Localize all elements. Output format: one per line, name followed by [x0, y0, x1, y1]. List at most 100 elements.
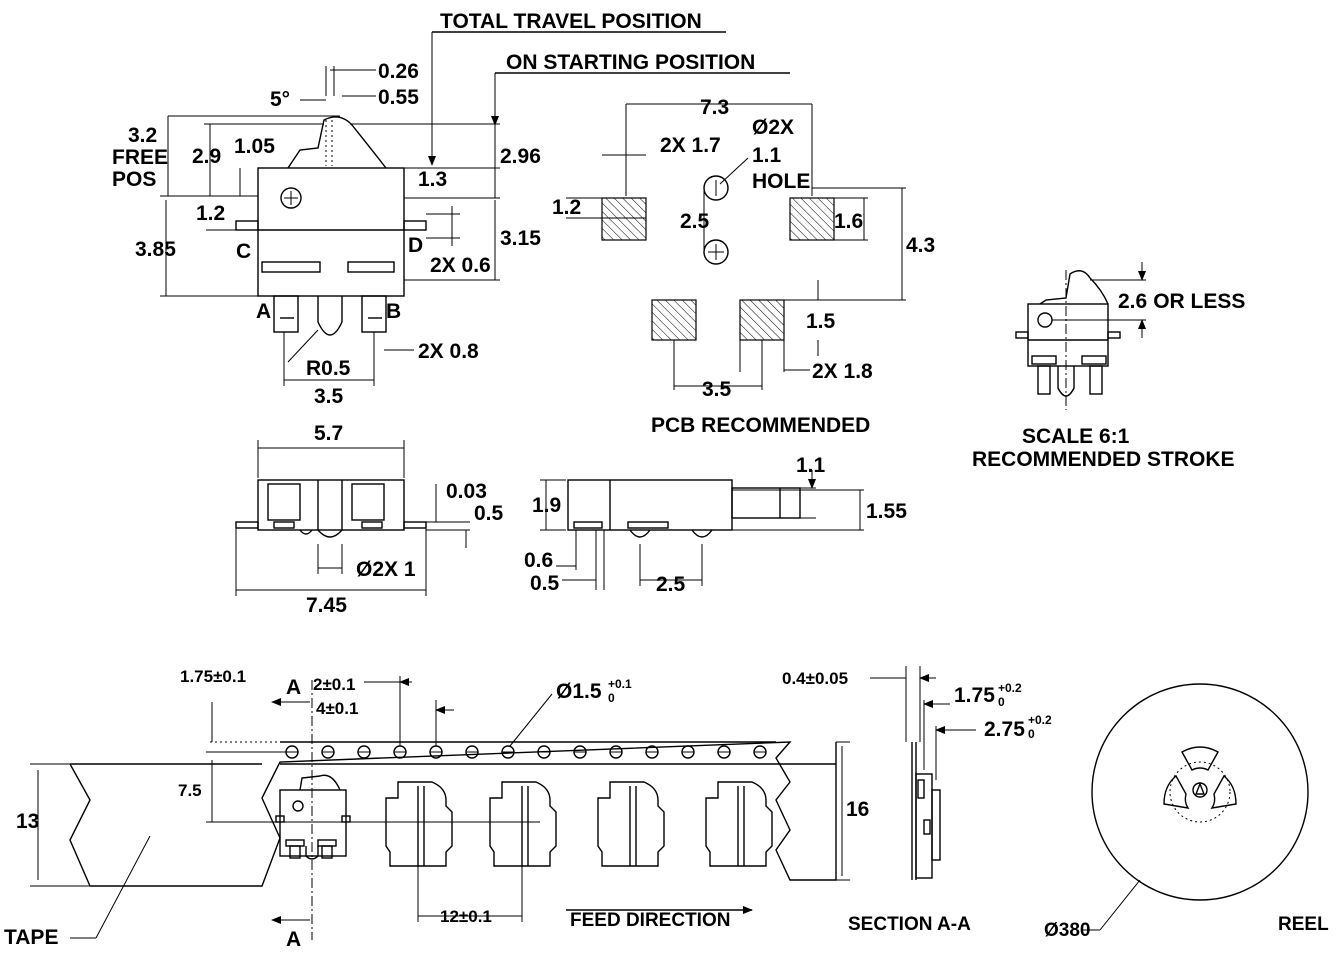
- side-dim-1-1: 1.1: [796, 454, 826, 477]
- section-dim-1-75: 1.75: [954, 684, 995, 707]
- section-a-a: 0.4±0.05 1.75 +0.2 0 2.75 +0.2 0 SECTION…: [782, 666, 1052, 935]
- stroke-title: RECOMMENDED STROKE: [972, 448, 1235, 471]
- side-dim-1-9: 1.9: [532, 494, 561, 517]
- side-dim-0-6: 0.6: [524, 549, 553, 572]
- dim-3-15: 3.15: [500, 227, 541, 250]
- dim-0-55: 0.55: [378, 86, 419, 109]
- terminal-b-pin: [361, 295, 387, 333]
- bottom-view: 5.7 0.03 0.5 Ø2X 1 7.45: [235, 422, 504, 617]
- section-mark-top: A: [286, 676, 301, 699]
- section-dim-2-75-zero: 0: [1028, 727, 1035, 741]
- radius-r0-5: R0.5: [306, 357, 351, 380]
- pocket-5: [705, 781, 773, 867]
- bottom-dim-holes: Ø2X 1: [356, 558, 416, 581]
- pcb-hole-label3: HOLE: [752, 170, 810, 193]
- pcb-dim-4-3: 4.3: [906, 234, 935, 257]
- pivot-hole: [280, 187, 302, 209]
- bottom-dim-0-03: 0.03: [446, 480, 487, 503]
- total-travel-label: TOTAL TRAVEL POSITION: [440, 10, 702, 33]
- bottom-dim-5-7: 5.7: [314, 422, 343, 445]
- reel: Ø380 REEL: [1044, 683, 1329, 941]
- tape-dim-13: 13: [16, 810, 39, 833]
- dim-1-2: 1.2: [196, 202, 225, 225]
- dim-1-05: 1.05: [234, 135, 275, 158]
- tape-dim-1-75: 1.75±0.1: [180, 667, 246, 686]
- angle-5deg: 5°: [270, 88, 290, 111]
- side-view: 1.9 1.1 1.55 0.6 0.5 2.5: [524, 454, 907, 596]
- terminal-b-label: B: [386, 300, 401, 323]
- dim-2-96: 2.96: [500, 145, 541, 168]
- dim-3-5: 3.5: [314, 385, 344, 408]
- tape-hole-tol-plus: +0.1: [608, 677, 632, 691]
- terminal-c-label: C: [236, 240, 251, 263]
- tape-hole-tol-zero: 0: [608, 691, 615, 705]
- pcb-dim-2x-1-7: 2X 1.7: [660, 134, 721, 157]
- stroke-scale: SCALE 6:1: [1022, 425, 1130, 448]
- section-title: SECTION A-A: [848, 914, 971, 935]
- pcb-dim-1-6: 1.6: [834, 210, 863, 233]
- terminal-d-label: D: [408, 234, 423, 257]
- section-dim-1-75-zero: 0: [998, 695, 1005, 709]
- section-dim-2-75: 2.75: [984, 718, 1025, 741]
- dim-3-85: 3.85: [135, 238, 176, 261]
- tape-label: TAPE: [4, 926, 58, 949]
- terminal-a-label: A: [256, 300, 271, 323]
- pcb-pad-d: [789, 197, 835, 241]
- dim-2x-0-8: 2X 0.8: [418, 340, 479, 363]
- dim-1-3: 1.3: [418, 168, 447, 191]
- tape-dim-2: 2±0.1: [313, 675, 355, 694]
- pcb-dim-3-5: 3.5: [702, 378, 732, 401]
- tape-dim-12: 12±0.1: [440, 907, 492, 926]
- pocket-2: [385, 781, 453, 867]
- actuator-lever: [287, 116, 387, 169]
- tape-dim-16: 16: [846, 798, 869, 821]
- terminal-a-pin: [273, 295, 299, 333]
- bottom-dim-0-5: 0.5: [474, 502, 504, 525]
- pcb-pad-a: [651, 299, 697, 341]
- free-pos-value: 3.2: [128, 124, 157, 147]
- pcb-dim-1-2: 1.2: [552, 196, 581, 219]
- carrier-tape: 1.75±0.1 A 2±0.1 4±0.1 Ø1.5 +0.1 0 7.5 1…: [4, 667, 869, 951]
- pcb-dim-7-3: 7.3: [700, 96, 729, 119]
- dim-2x-0-6: 2X 0.6: [430, 254, 491, 277]
- dim-0-26: 0.26: [378, 60, 419, 83]
- switch-body: [257, 167, 405, 297]
- section-dim-2-75-plus: +0.2: [1028, 713, 1052, 727]
- reel-outer: [1091, 683, 1309, 901]
- pcb-dim-2-5: 2.5: [680, 210, 710, 233]
- pocket-3: [489, 781, 557, 867]
- tape-hole-dia: Ø1.5: [556, 680, 602, 703]
- pcb-pad-b: [739, 299, 785, 341]
- side-dim-0-5: 0.5: [530, 572, 560, 595]
- free-pos-line2: POS: [112, 168, 156, 191]
- position-labels: TOTAL TRAVEL POSITION ON STARTING POSITI…: [428, 10, 790, 166]
- bottom-dim-7-45: 7.45: [306, 594, 347, 617]
- dim-2-9: 2.9: [192, 145, 221, 168]
- free-pos-line1: FREE: [112, 146, 168, 169]
- section-dim-0-4: 0.4±0.05: [782, 669, 848, 688]
- center-slot: [317, 296, 343, 336]
- pcb-hole-label1: Ø2X: [752, 116, 794, 139]
- section-dim-1-75-plus: +0.2: [998, 681, 1022, 695]
- sprocket-holes: [285, 745, 767, 759]
- feed-direction: FEED DIRECTION: [570, 910, 730, 931]
- on-starting-label: ON STARTING POSITION: [506, 51, 755, 74]
- side-dim-2-5: 2.5: [656, 573, 686, 596]
- pcb-title: PCB RECOMMENDED: [651, 414, 870, 437]
- reel-diameter: Ø380: [1044, 920, 1090, 941]
- reel-title: REEL: [1278, 914, 1329, 935]
- section-mark-bottom: A: [286, 928, 301, 951]
- tape-dim-4: 4±0.1: [316, 699, 358, 718]
- pocket-4: [597, 781, 665, 867]
- pcb-recommended: 7.3 2X 1.7 Ø2X 1.1 HOLE 1.2 2.5 1.6 4.3 …: [552, 96, 935, 437]
- pcb-dim-2x-1-8: 2X 1.8: [812, 360, 873, 383]
- pcb-dim-1-5: 1.5: [806, 310, 836, 333]
- pcb-pad-c: [601, 197, 647, 241]
- pcb-hole-label2: 1.1: [752, 144, 782, 167]
- tape-dim-7-5: 7.5: [178, 781, 202, 800]
- side-dim-1-55: 1.55: [866, 500, 907, 523]
- front-view: 0.26 0.55 5° 3.2 FREE POS 2.9 1.05 1.3 2…: [112, 60, 541, 408]
